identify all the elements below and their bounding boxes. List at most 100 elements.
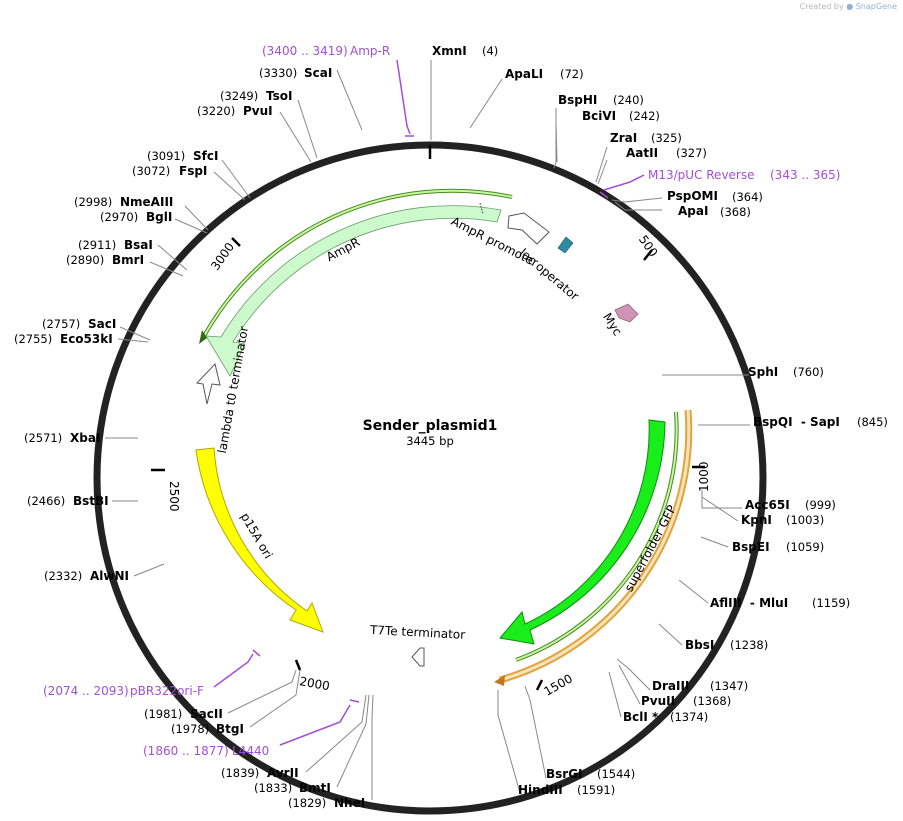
site-bsai-name: BsaI: [124, 238, 153, 252]
site-saci-name: SacI: [88, 317, 116, 331]
site-bmri-pos: (2890): [66, 253, 104, 267]
site-tsoi-pos: (3249): [220, 89, 258, 103]
site-bspqi-sapi-name: BspQI - SapI: [753, 415, 840, 429]
site-bsphi-pos: (240): [613, 93, 644, 107]
site-scai-name: ScaI: [304, 66, 332, 80]
site-pspomi-name: PspOMI: [667, 189, 718, 203]
tick-label-3000: 3000: [208, 240, 237, 273]
site-xmni-name: XmnI: [432, 44, 467, 58]
site-pvui-pos: (3220): [197, 104, 235, 118]
site-draiii-name: DraIII: [652, 679, 689, 693]
site-pvui-name: PvuI: [243, 104, 273, 118]
tick-3000: [231, 237, 241, 247]
site-sphi-name: SphI: [748, 365, 778, 379]
site-bcli-name: BclI *: [623, 710, 659, 724]
site-bstbi-pos: (2466): [27, 494, 65, 508]
site-pspomi-pos: (364): [732, 190, 763, 204]
tick-label-1000: 1000: [697, 461, 711, 492]
pbr322-primer-leader: [213, 653, 254, 688]
credit-prefix: Created by: [799, 2, 844, 11]
site-bmri-name: BmrI: [112, 253, 144, 267]
site-hindiii-pos: (1591): [577, 783, 615, 797]
site-tsoi-name: TsoI: [266, 89, 292, 103]
tick-marks: [151, 145, 705, 691]
site-nhei-name: NheI: [334, 796, 365, 810]
ampr-feature[interactable]: [205, 205, 502, 377]
tick-500: [643, 249, 653, 261]
site-draiii-pos: (1347): [710, 679, 748, 693]
m13-primer-range: (343 .. 365): [770, 168, 840, 182]
site-apai-name: ApaI: [678, 204, 708, 218]
plasmid-length: 3445 bp: [406, 434, 454, 448]
site-sphi-pos: (760): [793, 365, 824, 379]
site-bbsi-pos: (1238): [730, 638, 768, 652]
tick-label-1500: 1500: [542, 671, 575, 698]
orange-orf-inner: [499, 409, 691, 682]
tick-label-2000: 2000: [298, 674, 331, 693]
site-apali-pos: (72): [560, 67, 584, 81]
site-scai-pos: (3330): [259, 66, 297, 80]
gfp-orf-line-inner: [515, 411, 678, 661]
ampr-orf-arrowhead: [199, 330, 207, 344]
credit-brand: SnapGene: [855, 2, 897, 11]
l4440-primer-leader: [279, 704, 351, 746]
site-btgi-pos: (1978): [171, 722, 209, 736]
m13-primer-mark: [599, 191, 609, 199]
site-bsrgi-pos: (1544): [597, 767, 635, 781]
site-kpni-name: KpnI: [741, 513, 772, 527]
t7te-feature[interactable]: [411, 647, 425, 667]
site-avrii-name: AvrII: [267, 766, 299, 780]
site-sacii-name: SacII: [190, 707, 223, 721]
orange-arrowhead: [494, 675, 505, 686]
ampr-split-marker: [479, 202, 484, 215]
site-bmti-name: BmtI: [299, 781, 331, 795]
site-avrii-pos: (1839): [221, 766, 259, 780]
site-fspi-pos: (3072): [132, 164, 170, 178]
lac-operator-feature[interactable]: [557, 236, 574, 254]
amp-r-primer-name: Amp-R: [350, 44, 390, 58]
pbr322-primer-range: (2074 .. 2093): [43, 684, 129, 698]
m13-primer-leader: [603, 174, 645, 191]
pbr322-primer-mark: [252, 649, 261, 657]
t7te-label: T7Te terminator: [369, 623, 466, 642]
site-zrai-name: ZraI: [610, 131, 637, 145]
site-bcivi-name: BciVI: [582, 109, 616, 123]
site-bspei-name: BspEI: [732, 540, 770, 554]
lambda-t0-feature[interactable]: [195, 362, 221, 405]
site-afliii-mlui-pos: (1159): [812, 596, 850, 610]
site-saci-pos: (2757): [42, 317, 80, 331]
site-alwni-name: AlwNI: [90, 569, 129, 583]
l4440-primer-mark: [349, 699, 360, 703]
site-nhei-pos: (1829): [288, 796, 326, 810]
superfolder-gfp-feature[interactable]: [499, 419, 666, 645]
site-apai-pos: (368): [720, 205, 751, 219]
site-bsphi-name: BspHI: [558, 93, 597, 107]
site-afliii-mlui-name: AflIII - MluI: [710, 596, 788, 610]
amp-r-primer-leader: [396, 59, 411, 135]
site-btgi-name: BtgI: [216, 722, 244, 736]
site-bgli-pos: (2970): [100, 210, 138, 224]
site-fspi-name: FspI: [179, 164, 207, 178]
site-leaders: [105, 60, 752, 800]
site-aatii-pos: (327): [676, 146, 707, 160]
site-bsai-pos: (2911): [78, 238, 116, 252]
site-alwni-pos: (2332): [44, 569, 82, 583]
site-xbai-pos: (2571): [24, 431, 62, 445]
site-aatii-name: AatII: [626, 146, 658, 160]
site-sfci-name: SfcI: [193, 149, 218, 163]
site-bcivi-pos: (242): [629, 109, 660, 123]
l4440-primer-range: (1860 .. 1877): [143, 744, 229, 758]
snapgene-logo-icon: ●: [846, 2, 854, 11]
p15a-ori-feature[interactable]: [195, 447, 324, 633]
site-sfci-pos: (3091): [147, 149, 185, 163]
site-bbsi-name: BbsI: [685, 638, 714, 652]
site-bstbi-name: BstBI: [73, 494, 109, 508]
site-bcli-pos: (1374): [670, 710, 708, 724]
site-bgli-name: BglI: [146, 210, 172, 224]
plasmid-name: Sender_plasmid1: [363, 418, 498, 434]
myc-feature[interactable]: [614, 303, 639, 323]
lac-operator-label: lac operator: [517, 246, 582, 304]
tick-label-2500: 2500: [167, 481, 181, 512]
ampr-promoter-feature[interactable]: [507, 212, 550, 245]
